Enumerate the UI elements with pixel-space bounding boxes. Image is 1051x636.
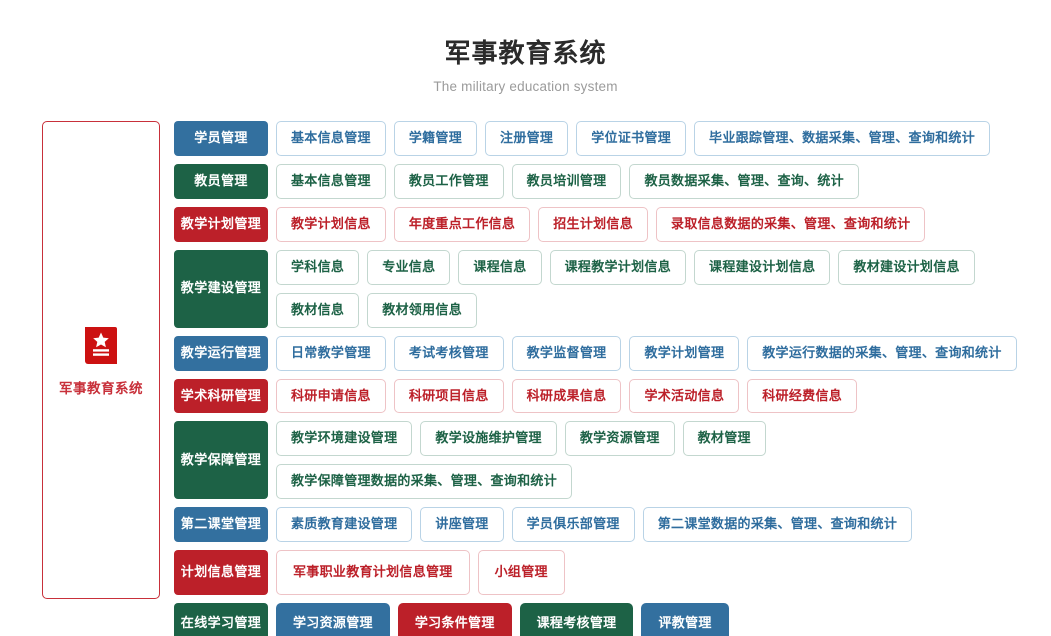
category-tag[interactable]: 学术科研管理 [174, 378, 268, 414]
module-item[interactable]: 学籍管理 [393, 121, 478, 157]
module-rows: 学员管理基本信息管理学籍管理注册管理学位证书管理毕业跟踪管理、数据采集、管理、查… [174, 121, 1051, 636]
page-subtitle: The military education system [433, 79, 618, 95]
module-item[interactable]: 专业信息 [367, 249, 451, 285]
module-item[interactable]: 课程信息 [458, 249, 542, 285]
module-item[interactable]: 科研经费信息 [747, 378, 858, 414]
system-overview-card[interactable]: 军事教育系统 [42, 121, 160, 600]
module-item[interactable]: 评教管理 [641, 602, 729, 636]
module-item[interactable]: 教材信息 [276, 292, 360, 328]
module-item[interactable]: 教学监督管理 [511, 335, 622, 371]
module-item[interactable]: 基本信息管理 [276, 164, 386, 199]
category-tag[interactable]: 第二课堂管理 [174, 507, 268, 543]
module-item[interactable]: 学位证书管理 [576, 121, 687, 157]
module-item[interactable]: 毕业跟踪管理、数据采集、管理、查询和统计 [694, 121, 991, 157]
module-row: 学员管理基本信息管理学籍管理注册管理学位证书管理毕业跟踪管理、数据采集、管理、查… [174, 121, 1051, 157]
category-tag[interactable]: 教学计划管理 [174, 206, 268, 242]
module-row: 教学运行管理日常教学管理考试考核管理教学监督管理教学计划管理教学运行数据的采集、… [174, 335, 1051, 371]
module-item[interactable]: 学习条件管理 [397, 602, 512, 636]
page-header: 军事教育系统 The military education system [0, 0, 1051, 94]
category-tag[interactable]: 教学运行管理 [174, 335, 268, 371]
category-tag[interactable]: 教员管理 [174, 164, 268, 199]
module-item[interactable]: 教材领用信息 [367, 292, 478, 328]
module-item-list: 教学环境建设管理教学设施维护管理教学资源管理教材管理教学保障管理数据的采集、管理… [276, 421, 1051, 500]
module-item-list: 基本信息管理学籍管理注册管理学位证书管理毕业跟踪管理、数据采集、管理、查询和统计 [276, 121, 1051, 157]
module-row: 学术科研管理科研申请信息科研项目信息科研成果信息学术活动信息科研经费信息 [174, 378, 1051, 414]
category-tag[interactable]: 教学保障管理 [174, 421, 268, 500]
book-star-icon [79, 324, 123, 368]
module-item-list: 基本信息管理教员工作管理教员培训管理教员数据采集、管理、查询、统计 [276, 164, 1051, 199]
module-item[interactable]: 教学计划信息 [276, 206, 386, 242]
module-item[interactable]: 考试考核管理 [393, 335, 504, 371]
category-tag[interactable]: 在线学习管理 [174, 602, 268, 636]
module-row: 教学建设管理学科信息专业信息课程信息课程教学计划信息课程建设计划信息教材建设计划… [174, 249, 1051, 328]
module-item[interactable]: 教学资源管理 [564, 421, 675, 457]
module-item[interactable]: 教学运行数据的采集、管理、查询和统计 [747, 335, 1017, 371]
module-item[interactable]: 第二课堂数据的采集、管理、查询和统计 [642, 507, 913, 543]
module-item-list: 军事职业教育计划信息管理小组管理 [276, 550, 1051, 595]
module-item[interactable]: 教员培训管理 [511, 164, 622, 199]
module-row: 在线学习管理学习资源管理学习条件管理课程考核管理评教管理 [174, 602, 1051, 636]
module-item[interactable]: 课程考核管理 [519, 602, 634, 636]
module-item-list: 教学计划信息年度重点工作信息招生计划信息录取信息数据的采集、管理、查询和统计 [276, 206, 1051, 242]
module-item[interactable]: 录取信息数据的采集、管理、查询和统计 [656, 206, 926, 242]
module-item[interactable]: 学员俱乐部管理 [511, 507, 635, 543]
module-item[interactable]: 教学设施维护管理 [420, 421, 557, 457]
module-item[interactable]: 教材建设计划信息 [838, 249, 975, 285]
module-item[interactable]: 科研申请信息 [276, 378, 386, 414]
module-item[interactable]: 招生计划信息 [538, 206, 649, 242]
module-item[interactable]: 教学环境建设管理 [276, 421, 413, 457]
module-item[interactable]: 小组管理 [477, 550, 565, 595]
module-item[interactable]: 年度重点工作信息 [393, 206, 531, 242]
module-item[interactable]: 教员数据采集、管理、查询、统计 [629, 164, 859, 199]
module-row: 教学计划管理教学计划信息年度重点工作信息招生计划信息录取信息数据的采集、管理、查… [174, 206, 1051, 242]
module-item[interactable]: 学习资源管理 [276, 602, 390, 636]
system-overview-card-label: 军事教育系统 [59, 380, 143, 396]
module-item[interactable]: 军事职业教育计划信息管理 [276, 550, 470, 595]
module-item[interactable]: 日常教学管理 [276, 335, 386, 371]
category-tag[interactable]: 教学建设管理 [174, 249, 268, 328]
module-item-list: 日常教学管理考试考核管理教学监督管理教学计划管理教学运行数据的采集、管理、查询和… [276, 335, 1051, 371]
module-item-list: 素质教育建设管理讲座管理学员俱乐部管理第二课堂数据的采集、管理、查询和统计 [276, 507, 1051, 543]
module-item[interactable]: 讲座管理 [420, 507, 504, 543]
module-item[interactable]: 科研项目信息 [393, 378, 504, 414]
module-item[interactable]: 素质教育建设管理 [276, 507, 413, 543]
category-tag[interactable]: 学员管理 [174, 121, 268, 157]
module-item[interactable]: 教学保障管理数据的采集、管理、查询和统计 [276, 464, 573, 500]
module-item[interactable]: 教材管理 [682, 421, 766, 457]
module-item[interactable]: 学科信息 [276, 249, 360, 285]
category-tag[interactable]: 计划信息管理 [174, 550, 268, 595]
content-area: 军事教育系统 学员管理基本信息管理学籍管理注册管理学位证书管理毕业跟踪管理、数据… [0, 94, 1051, 636]
module-item-list: 科研申请信息科研项目信息科研成果信息学术活动信息科研经费信息 [276, 378, 1051, 414]
module-item[interactable]: 教学计划管理 [629, 335, 740, 371]
module-row: 教学保障管理教学环境建设管理教学设施维护管理教学资源管理教材管理教学保障管理数据… [174, 421, 1051, 500]
module-row: 教员管理基本信息管理教员工作管理教员培训管理教员数据采集、管理、查询、统计 [174, 164, 1051, 199]
module-row: 计划信息管理军事职业教育计划信息管理小组管理 [174, 550, 1051, 595]
module-item[interactable]: 教员工作管理 [393, 164, 504, 199]
module-item-list: 学科信息专业信息课程信息课程教学计划信息课程建设计划信息教材建设计划信息教材信息… [276, 249, 1051, 328]
module-item-list: 学习资源管理学习条件管理课程考核管理评教管理 [276, 602, 1051, 636]
module-item[interactable]: 课程建设计划信息 [694, 249, 831, 285]
module-item[interactable]: 基本信息管理 [276, 121, 386, 157]
module-item[interactable]: 学术活动信息 [629, 378, 740, 414]
module-item[interactable]: 课程教学计划信息 [549, 249, 687, 285]
module-item[interactable]: 科研成果信息 [511, 378, 622, 414]
module-row: 第二课堂管理素质教育建设管理讲座管理学员俱乐部管理第二课堂数据的采集、管理、查询… [174, 507, 1051, 543]
page-title: 军事教育系统 [444, 38, 607, 68]
module-item[interactable]: 注册管理 [485, 121, 569, 157]
